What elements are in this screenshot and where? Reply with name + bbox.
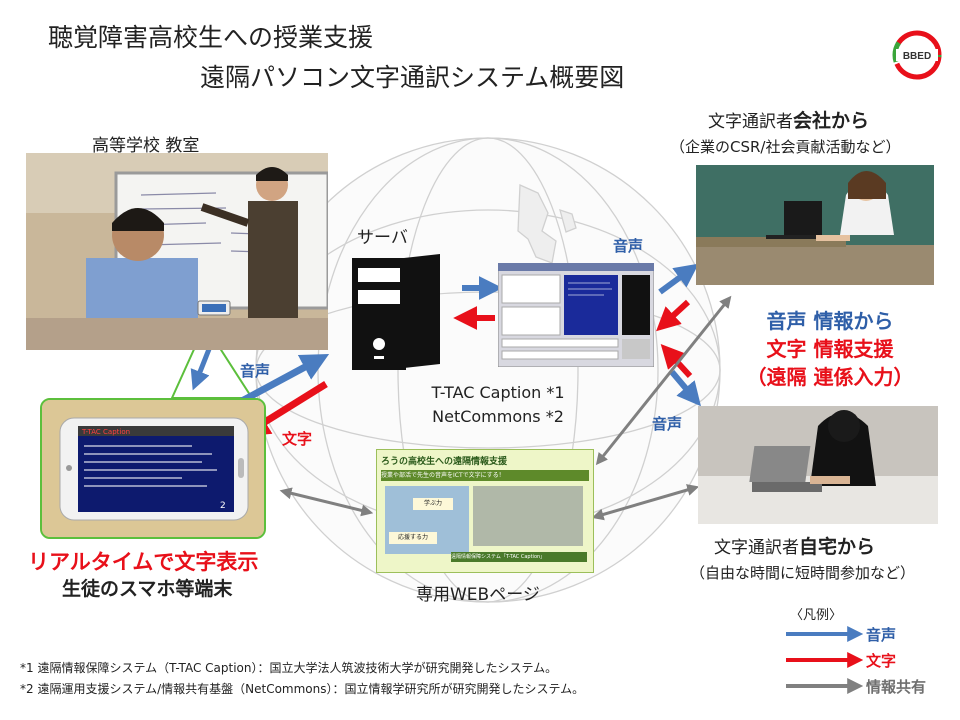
webpage-header: ろうの高校生への遠隔情報支援 bbox=[381, 457, 508, 467]
server-label: サーバ bbox=[357, 228, 408, 248]
label-voice-home: 音声 bbox=[652, 415, 683, 433]
caption-software-screen bbox=[497, 262, 655, 368]
webpage-footer: 遠隔情報保障システム「T-TAC Caption」 bbox=[451, 552, 587, 562]
label-text-student: 文字 bbox=[282, 430, 313, 448]
arrow-voice-student bbox=[238, 354, 330, 406]
software-name-1: T-TAC Caption *1 bbox=[431, 383, 565, 402]
home-label-prefix: 文字通訳者 bbox=[714, 538, 799, 558]
page-title: 聴覚障害高校生への授業支援 bbox=[48, 23, 374, 52]
legend-share-label: 情報共有 bbox=[866, 678, 927, 696]
classroom-label: 高等学校 教室 bbox=[92, 136, 200, 156]
phone-page-number: 2 bbox=[220, 501, 226, 511]
student-device-label: 生徒のスマホ等端末 bbox=[62, 578, 233, 600]
company-interpreter-sub: （企業のCSR/社会貢献活動など） bbox=[670, 138, 901, 156]
legend-text-label: 文字 bbox=[866, 652, 897, 670]
home-photo bbox=[698, 406, 938, 524]
classroom-photo bbox=[26, 153, 328, 350]
student-realtime-label: リアルタイムで文字表示 bbox=[28, 550, 259, 574]
software-name-2: NetCommons *2 bbox=[432, 407, 564, 426]
home-interpreter-label: 文字通訳者自宅から bbox=[714, 532, 875, 559]
company-photo bbox=[696, 165, 934, 285]
bbed-logo: BBED bbox=[888, 26, 946, 84]
support-line-text: 文字 情報支援 bbox=[766, 337, 894, 361]
arrow-voice-company bbox=[658, 263, 699, 295]
legend-title: 〈凡例〉 bbox=[790, 608, 843, 623]
student-phone-panel: T-TAC Caption 2 bbox=[40, 398, 266, 539]
company-interpreter-label: 文字通訳者会社から bbox=[708, 106, 869, 133]
webpage-subheader: 授業や部活で先生の音声をICTで文字にする！ bbox=[381, 470, 589, 481]
phone-app-title: T-TAC Caption bbox=[81, 428, 130, 436]
arrow-share-student-webpage bbox=[279, 487, 374, 517]
footnote-1: *1 遠隔情報保障システム（T-TAC Caption）：国立大学法人筑波技術大… bbox=[20, 661, 558, 675]
label-voice-student: 音声 bbox=[240, 362, 271, 380]
company-label-emph: 会社から bbox=[793, 110, 870, 132]
logo-text: BBED bbox=[903, 51, 931, 62]
home-label-emph: 自宅から bbox=[799, 536, 876, 558]
label-voice-company: 音声 bbox=[613, 237, 644, 255]
webpage-btn-learn[interactable]: 学ぶ力 bbox=[413, 498, 453, 510]
server-icon bbox=[348, 248, 448, 372]
footnote-2: *2 遠隔運用支援システム/情報共有基盤（NetCommons）：国立情報学研究… bbox=[20, 682, 585, 696]
arrow-share-webpage-home bbox=[591, 484, 700, 521]
webpage-screenshot: ろうの高校生への遠隔情報支援 授業や部活で先生の音声をICTで文字にする！ 学ぶ… bbox=[376, 449, 594, 573]
arrow-share-webpage-company bbox=[595, 295, 732, 466]
legend-voice-label: 音声 bbox=[866, 626, 897, 644]
support-line-remote: （遠隔 連係入力） bbox=[746, 365, 914, 389]
webpage-btn-support[interactable]: 応援する力 bbox=[389, 532, 437, 544]
company-label-prefix: 文字通訳者 bbox=[708, 112, 793, 132]
webpage-label: 専用WEBページ bbox=[416, 585, 540, 605]
page-subtitle: 遠隔パソコン文字通訳システム概要図 bbox=[200, 63, 625, 92]
home-interpreter-sub: （自由な時間に短時間参加など） bbox=[690, 564, 916, 582]
support-line-voice: 音声 情報から bbox=[766, 309, 894, 333]
